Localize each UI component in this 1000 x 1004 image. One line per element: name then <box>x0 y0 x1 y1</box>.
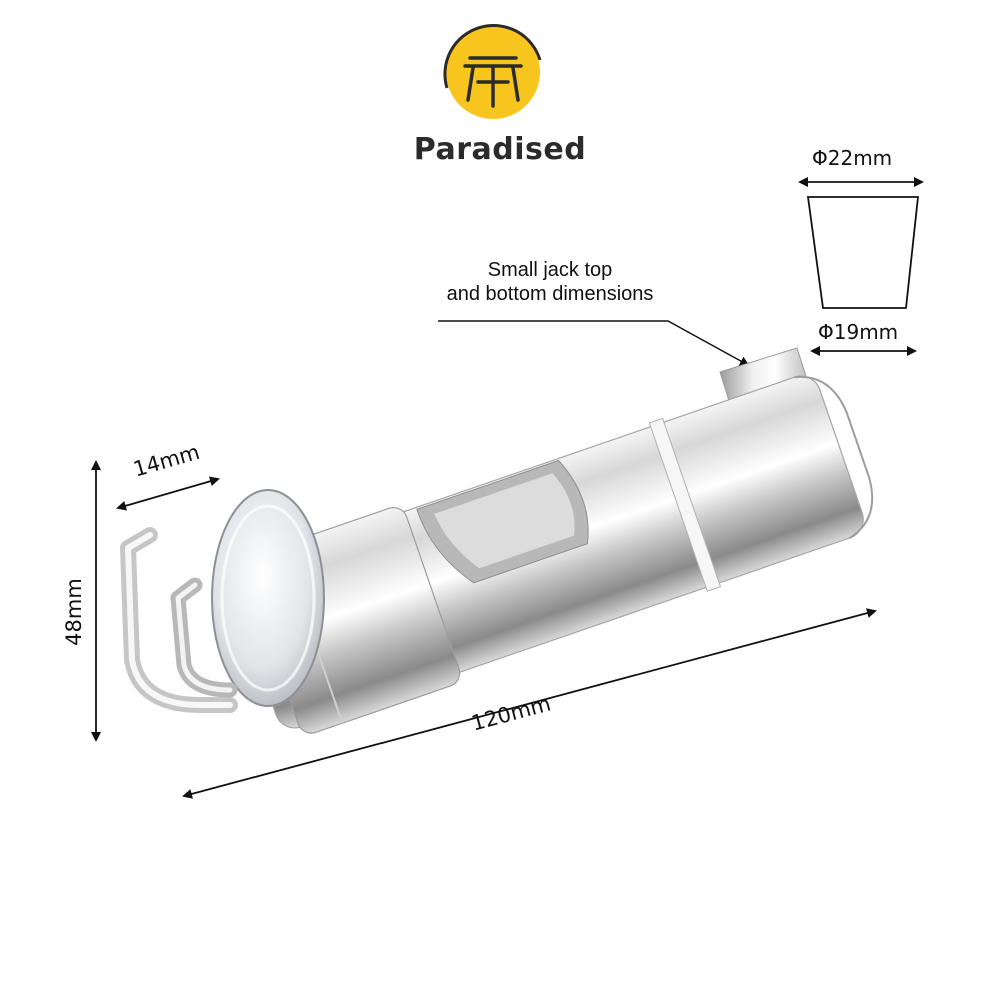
brand-name: Paradised <box>413 132 587 167</box>
jack-dimension-note: Small jack top and bottom dimensions <box>420 258 680 306</box>
note-leader-line <box>438 320 750 366</box>
note-line-2: and bottom dimensions <box>446 283 654 305</box>
height-label: 48mm <box>61 578 86 646</box>
note-line-1: Small jack top <box>487 259 613 281</box>
width-arrow <box>116 476 220 511</box>
top-diameter-label: Φ22mm <box>812 146 893 170</box>
shower-slide-bracket-icon <box>120 347 874 734</box>
stool-logo-icon <box>443 23 542 119</box>
length-arrow <box>182 608 877 799</box>
bottom-diameter-label: Φ19mm <box>818 320 899 344</box>
jack-profile-outline <box>806 196 920 309</box>
